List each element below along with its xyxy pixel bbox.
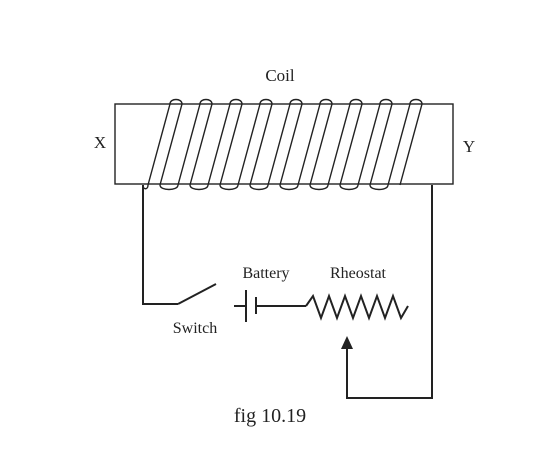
- coil-turn-back: [159, 103, 183, 186]
- coil-turn-back: [399, 103, 423, 186]
- coil-windings: [142, 98, 423, 191]
- coil-turn-top-arc: [409, 98, 423, 105]
- coil-turn: [267, 103, 291, 186]
- coil-turn-top-arc: [349, 98, 363, 105]
- coil-label: Coil: [265, 66, 295, 85]
- coil-turn: [177, 103, 201, 186]
- figure-caption: fig 10.19: [234, 405, 306, 427]
- wire-left-lead: [142, 185, 178, 305]
- coil-turn-bottom-arc: [189, 184, 209, 191]
- coil-turn: [147, 103, 171, 186]
- coil-turn: [357, 103, 381, 186]
- coil-turn: [387, 103, 411, 186]
- coil-turn-top-arc: [319, 98, 333, 105]
- end-x-label: X: [94, 133, 106, 152]
- coil-turn-bottom-arc: [369, 184, 389, 191]
- coil-turn-top-arc: [259, 98, 273, 105]
- coil-turn: [297, 103, 321, 186]
- rheostat-slider-arrow: [341, 336, 353, 349]
- coil-turn-bottom-arc: [339, 184, 359, 191]
- coil-turn-top-arc: [199, 98, 213, 105]
- coil-turn-back: [219, 103, 243, 186]
- end-y-label: Y: [463, 137, 475, 156]
- battery-label: Battery: [242, 265, 289, 282]
- coil-turn-back: [249, 103, 273, 186]
- coil-turn-bottom-arc: [219, 184, 239, 191]
- coil-turn-bottom-arc: [279, 184, 299, 191]
- coil-turn: [237, 103, 261, 186]
- coil-turn-top-arc: [289, 98, 303, 105]
- coil-turn: [327, 103, 351, 186]
- coil-turn-bottom-arc: [159, 184, 179, 191]
- switch-blade: [177, 283, 217, 305]
- coil-turn-top-arc: [379, 98, 393, 105]
- coil-turn-back: [339, 103, 363, 186]
- coil-turn-bottom-arc: [249, 184, 269, 191]
- rheostat-resistor: [305, 293, 409, 321]
- switch-label: Switch: [173, 320, 217, 337]
- coil-turn-top-arc: [229, 98, 243, 105]
- rheostat-label: Rheostat: [330, 265, 387, 282]
- coil-turn-top-arc: [169, 98, 183, 105]
- coil-turn-back: [369, 103, 393, 186]
- coil-turn-back: [309, 103, 333, 186]
- coil-turn-bottom-arc: [309, 184, 329, 191]
- coil-turn-back: [189, 103, 213, 186]
- wire-slider-return: [346, 185, 433, 399]
- coil-turn-back: [279, 103, 303, 186]
- coil-turn: [207, 103, 231, 186]
